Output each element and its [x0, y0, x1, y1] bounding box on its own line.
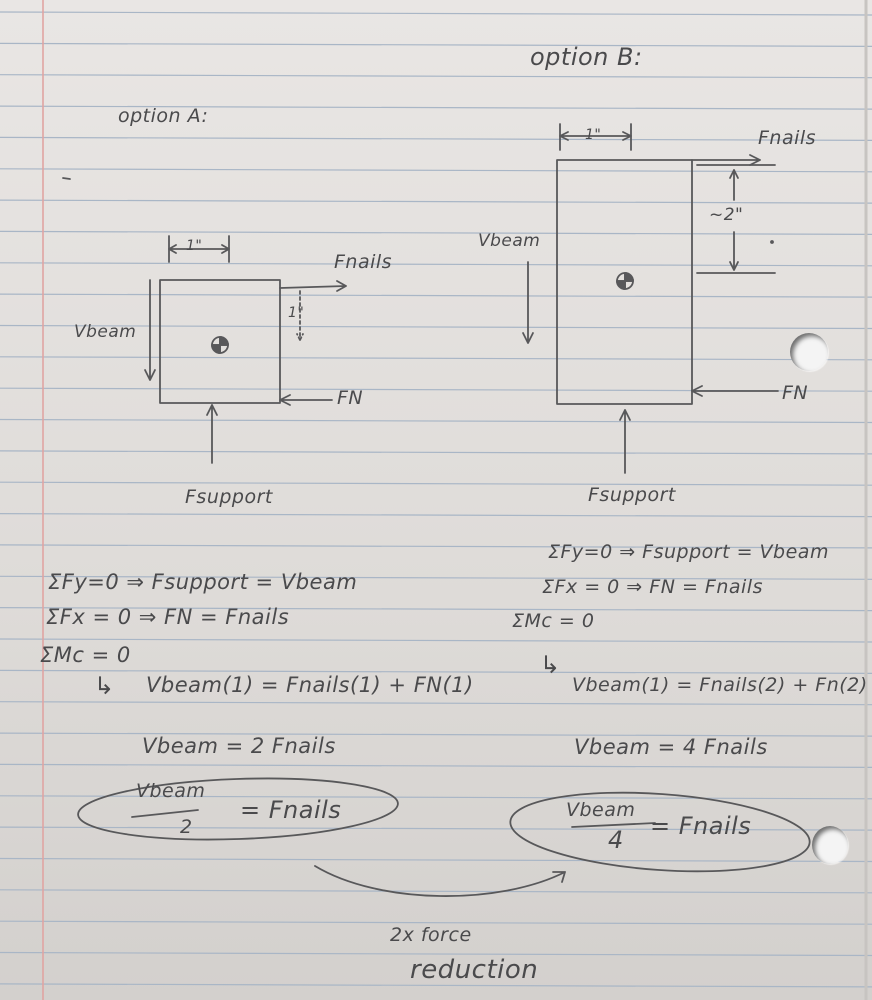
option-b-result-numerator: Vbeam [566, 799, 636, 821]
rule-line [0, 42, 872, 47]
option-b-result-oval [509, 791, 811, 873]
option-b-beam-section [556, 159, 693, 405]
option-a-result-oval [77, 777, 399, 841]
option-b-eq-arrow: ↳ [540, 651, 561, 679]
option-b-dim-width: 1" [585, 127, 602, 143]
option-a-vbeam-arrow [144, 279, 156, 381]
option-b-diagram [522, 123, 779, 474]
option-a-fn-label: FN [337, 387, 364, 409]
rule-line [0, 199, 872, 204]
option-b-dim-offset: ~2" [709, 205, 744, 225]
option-a-fsupport-label: Fsupport [185, 486, 273, 508]
option-b-centroid-icon [616, 272, 634, 290]
rule-line [0, 575, 872, 580]
option-a-fn-arrow [279, 394, 333, 406]
rule-line [0, 481, 872, 486]
comparison-arrow [314, 865, 566, 897]
stray-mark [62, 177, 71, 180]
rule-line [0, 512, 872, 518]
option-b-title: option B: [530, 43, 643, 71]
rule-line [0, 951, 872, 957]
option-b-eq-sum-fx: ΣFx = 0 ⇒ FN = Fnails [542, 576, 763, 598]
option-b-vbeam-arrow [522, 261, 534, 344]
option-b-fn-arrow [691, 385, 779, 397]
note-line-1: 2x force [390, 924, 472, 946]
option-a-diagram [144, 235, 347, 464]
rule-line [0, 450, 872, 455]
option-a-eq-sum-fx: ΣFx = 0 ⇒ FN = Fnails [46, 605, 290, 629]
rule-line [0, 763, 872, 769]
option-a-title: option A: [118, 105, 209, 127]
rule-line [0, 11, 872, 16]
rule-line [0, 826, 872, 831]
option-a-vbeam-label: Vbeam [74, 322, 137, 342]
option-a-eq-sum-mc: ΣMc = 0 [40, 643, 131, 667]
rule-line [0, 701, 872, 706]
option-a-fsupport-arrow [206, 404, 218, 464]
binder-hole-top [790, 333, 828, 371]
option-a-centroid-icon [211, 336, 229, 354]
option-b-fnails-label: Fnails [758, 127, 817, 149]
rule-line [0, 418, 872, 424]
rule-line [0, 544, 872, 549]
rule-line [0, 262, 872, 267]
option-a-eq-arrow: ↳ [94, 672, 115, 700]
rule-line [0, 638, 872, 643]
rule-line [0, 230, 872, 235]
option-b-result-rhs: = Fnails [650, 812, 752, 840]
rule-line [0, 105, 872, 110]
option-b-eq-moment: Vbeam(1) = Fnails(2) + Fn(2) [572, 674, 868, 696]
option-a-result-numerator: Vbeam [136, 780, 206, 802]
rule-line [0, 857, 872, 863]
option-a-eq-moment: Vbeam(1) = Fnails(1) + FN(1) [146, 673, 474, 697]
rule-line [0, 324, 872, 330]
option-a-result-rhs: = Fnails [240, 796, 342, 824]
option-a-fnails-label: Fnails [334, 251, 393, 273]
rule-line [0, 168, 872, 173]
option-a-eq-sum-fy: ΣFy=0 ⇒ Fsupport = Vbeam [48, 570, 358, 594]
rule-line [0, 795, 872, 800]
option-a-dim-offset: 1" [288, 305, 305, 321]
option-a-beam-section [159, 279, 281, 404]
rule-line [0, 732, 872, 737]
option-b-fn-label: FN [782, 382, 809, 404]
option-b-vbeam-label: Vbeam [478, 231, 541, 251]
option-a-fnails-arrow [279, 280, 347, 292]
option-a-eq-result: Vbeam = 2 Fnails [142, 734, 336, 758]
option-b-fsupport-label: Fsupport [588, 484, 676, 506]
rule-line [0, 920, 872, 925]
option-a-dim-width: 1" [186, 238, 203, 254]
rule-line [0, 74, 872, 79]
option-a-result-denominator: 2 [180, 816, 193, 838]
option-b-eq-sum-mc: ΣMc = 0 [512, 610, 595, 632]
note-line-2: reduction [410, 955, 539, 985]
option-b-fsupport-arrow [619, 409, 631, 474]
rule-line [0, 889, 872, 894]
rule-line [0, 669, 872, 675]
binder-hole-bottom [812, 826, 848, 864]
option-b-eq-sum-fy: ΣFy=0 ⇒ Fsupport = Vbeam [548, 541, 829, 563]
rule-line [0, 356, 872, 361]
rule-line [0, 983, 872, 988]
option-b-result-denominator: 4 [608, 826, 624, 854]
option-b-eq-result: Vbeam = 4 Fnails [574, 735, 768, 759]
rule-line [0, 293, 872, 298]
rule-line [0, 606, 872, 612]
rule-line [0, 136, 872, 141]
option-b-fnails-arrow [691, 154, 761, 166]
